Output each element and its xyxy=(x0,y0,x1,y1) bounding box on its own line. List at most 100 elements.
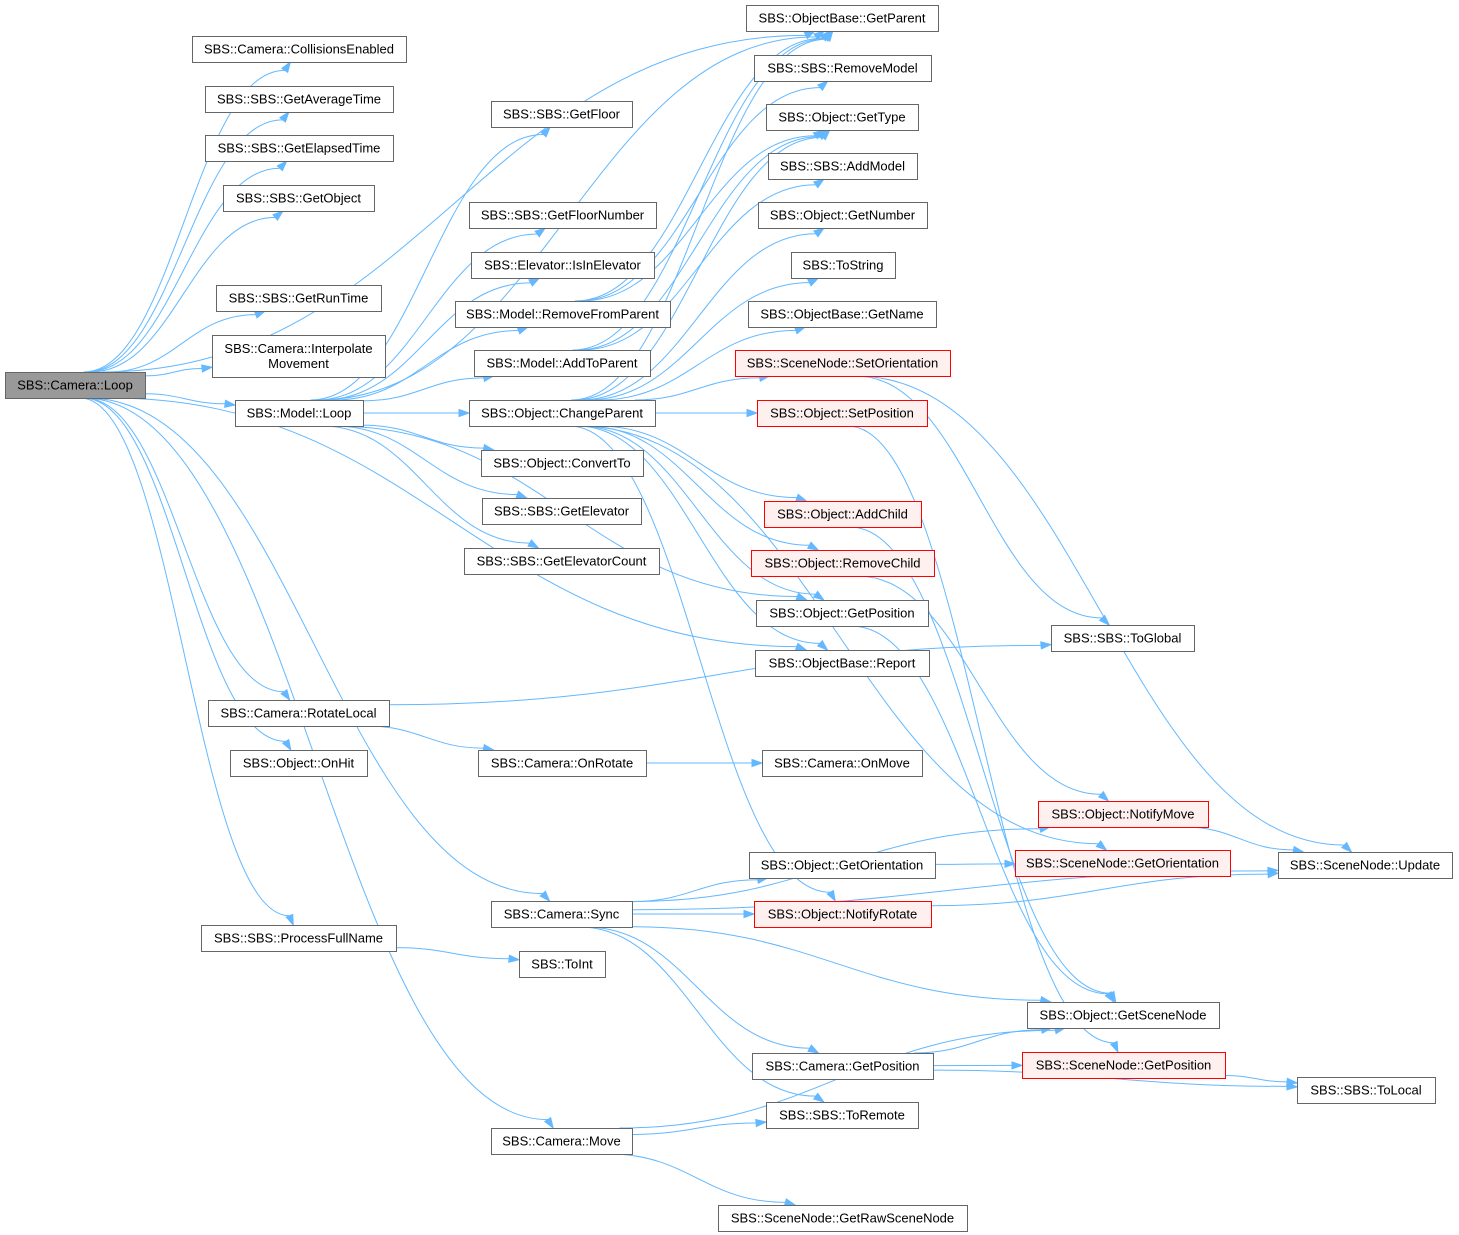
edge-line xyxy=(362,377,484,402)
node-label: SBS::SceneNode::SetOrientation xyxy=(747,356,939,371)
node-label: SBS::Object::SetPosition xyxy=(770,406,914,421)
arrowhead-icon xyxy=(201,364,214,373)
node-removechild[interactable]: SBS::Object::RemoveChild xyxy=(751,550,935,577)
arrowhead-icon xyxy=(527,539,540,549)
edge-loop-collisions xyxy=(83,60,292,373)
node-removefromparent[interactable]: SBS::Model::RemoveFromParent xyxy=(455,301,671,328)
edge-modelloop-addtoparent xyxy=(362,373,496,402)
node-getobject[interactable]: SBS::SBS::GetObject xyxy=(223,185,375,212)
node-getnumber[interactable]: SBS::Object::GetNumber xyxy=(758,202,928,229)
node-sn_getorient[interactable]: SBS::SceneNode::GetOrientation xyxy=(1015,850,1231,877)
node-addchild[interactable]: SBS::Object::AddChild xyxy=(764,501,922,528)
node-box xyxy=(482,498,642,525)
node-convertto[interactable]: SBS::Object::ConvertTo xyxy=(481,450,644,477)
edge-line xyxy=(913,1029,1042,1054)
node-toremote[interactable]: SBS::SBS::ToRemote xyxy=(766,1102,919,1129)
node-toglobal[interactable]: SBS::SBS::ToGlobal xyxy=(1051,625,1195,652)
node-box xyxy=(735,350,951,377)
arrowhead-icon xyxy=(515,490,529,499)
node-box xyxy=(469,202,657,229)
node-box xyxy=(223,185,375,212)
node-label: SBS::SBS::RemoveModel xyxy=(767,61,917,76)
node-box xyxy=(766,104,919,131)
node-box xyxy=(1278,852,1453,879)
node-gettype[interactable]: SBS::Object::GetType xyxy=(766,104,919,131)
node-box xyxy=(758,202,928,229)
node-notifymove[interactable]: SBS::Object::NotifyMove xyxy=(1038,801,1209,828)
arrowhead-icon xyxy=(816,639,829,652)
node-isinelev[interactable]: SBS::Elevator::IsInElevator xyxy=(471,252,655,279)
node-obj_getpos[interactable]: SBS::Object::GetPosition xyxy=(756,600,929,627)
edge-modelloop-changeparent xyxy=(362,408,471,418)
arrowhead-icon xyxy=(812,590,826,601)
edge-line xyxy=(586,425,810,546)
node-box xyxy=(455,301,671,328)
node-cam_getpos[interactable]: SBS::Camera::GetPosition xyxy=(752,1053,934,1080)
node-processfull[interactable]: SBS::SBS::ProcessFullName xyxy=(201,925,397,952)
arrowhead-icon xyxy=(794,642,808,651)
edge-loop-modelloop xyxy=(144,393,237,408)
edge-move-getrawscenenode xyxy=(608,1153,797,1207)
edge-line xyxy=(110,397,797,648)
node-box xyxy=(1022,1052,1226,1079)
node-addtoparent[interactable]: SBS::Model::AddToParent xyxy=(474,350,651,377)
node-box xyxy=(755,650,930,677)
node-rotatelocal[interactable]: SBS::Camera::RotateLocal xyxy=(208,700,390,727)
node-sn_getpos[interactable]: SBS::SceneNode::GetPosition xyxy=(1022,1052,1226,1079)
node-getscenenode[interactable]: SBS::Object::GetSceneNode xyxy=(1027,1002,1220,1029)
edge-line xyxy=(930,873,1269,907)
node-toint[interactable]: SBS::ToInt xyxy=(519,951,606,978)
node-getname[interactable]: SBS::ObjectBase::GetName xyxy=(748,301,937,328)
node-getelevcount[interactable]: SBS::SBS::GetElevatorCount xyxy=(464,548,660,575)
node-sn_setorient[interactable]: SBS::SceneNode::SetOrientation xyxy=(735,350,951,377)
edge-changeparent-removechild xyxy=(586,425,820,551)
node-addmodel[interactable]: SBS::SBS::AddModel xyxy=(768,153,918,180)
node-sync[interactable]: SBS::Camera::Sync xyxy=(491,901,633,928)
node-modelloop[interactable]: SBS::Model::Loop xyxy=(235,400,364,427)
node-getelevator[interactable]: SBS::SBS::GetElevator xyxy=(482,498,642,525)
node-tostring[interactable]: SBS::ToString xyxy=(791,252,896,279)
edge-line xyxy=(388,644,1042,706)
arrowhead-icon xyxy=(528,277,541,287)
node-label: SBS::Camera::GetPosition xyxy=(766,1059,920,1074)
node-changeparent[interactable]: SBS::Object::ChangeParent xyxy=(469,400,656,427)
node-getparent[interactable]: SBS::ObjectBase::GetParent xyxy=(746,5,939,32)
edge-changeparent-addchild xyxy=(598,425,808,502)
node-onrotate[interactable]: SBS::Camera::OnRotate xyxy=(478,750,647,777)
node-elapsed[interactable]: SBS::SBS::GetElapsedTime xyxy=(205,135,394,162)
edge-changeparent-obj_getpos xyxy=(580,425,826,601)
node-box xyxy=(235,400,364,427)
node-box xyxy=(5,372,146,399)
node-collisions[interactable]: SBS::Camera::CollisionsEnabled xyxy=(192,36,407,63)
edge-line xyxy=(362,424,484,449)
node-label: SBS::Object::GetOrientation xyxy=(761,858,924,873)
node-label: SBS::SceneNode::GetOrientation xyxy=(1026,856,1219,871)
node-label: SBS::Camera::CollisionsEnabled xyxy=(204,42,394,57)
node-label: SBS::Model::AddToParent xyxy=(486,356,637,371)
node-getfloornum[interactable]: SBS::SBS::GetFloorNumber xyxy=(469,202,657,229)
node-onhit[interactable]: SBS::Object::OnHit xyxy=(230,750,368,777)
arrowhead-icon xyxy=(807,1044,820,1054)
node-getrawscenenode[interactable]: SBS::SceneNode::GetRawSceneNode xyxy=(718,1205,968,1232)
node-getorient[interactable]: SBS::Object::GetOrientation xyxy=(749,852,936,879)
node-move[interactable]: SBS::Camera::Move xyxy=(491,1128,633,1155)
node-tolocal[interactable]: SBS::SBS::ToLocal xyxy=(1297,1077,1436,1104)
arrowhead-icon xyxy=(1340,841,1353,854)
node-box xyxy=(478,750,647,777)
node-sn_update[interactable]: SBS::SceneNode::Update xyxy=(1278,852,1453,879)
node-loop[interactable]: SBS::Camera::Loop xyxy=(5,372,146,399)
node-cam_onmove[interactable]: SBS::Camera::OnMove xyxy=(762,750,923,777)
node-notifyrotate[interactable]: SBS::Object::NotifyRotate xyxy=(754,901,932,928)
node-report[interactable]: SBS::ObjectBase::Report xyxy=(755,650,930,677)
node-box xyxy=(519,951,606,978)
node-runtime[interactable]: SBS::SBS::GetRunTime xyxy=(216,285,382,312)
node-removemodel[interactable]: SBS::SBS::RemoveModel xyxy=(754,55,932,82)
node-obj_setpos[interactable]: SBS::Object::SetPosition xyxy=(757,400,928,427)
edge-line xyxy=(580,425,816,595)
node-getfloor[interactable]: SBS::SBS::GetFloor xyxy=(491,101,633,128)
node-box xyxy=(754,55,932,82)
node-label: SBS::Object::NotifyRotate xyxy=(768,907,918,922)
node-avgtime[interactable]: SBS::SBS::GetAverageTime xyxy=(205,86,394,113)
arrowhead-icon xyxy=(823,29,834,42)
